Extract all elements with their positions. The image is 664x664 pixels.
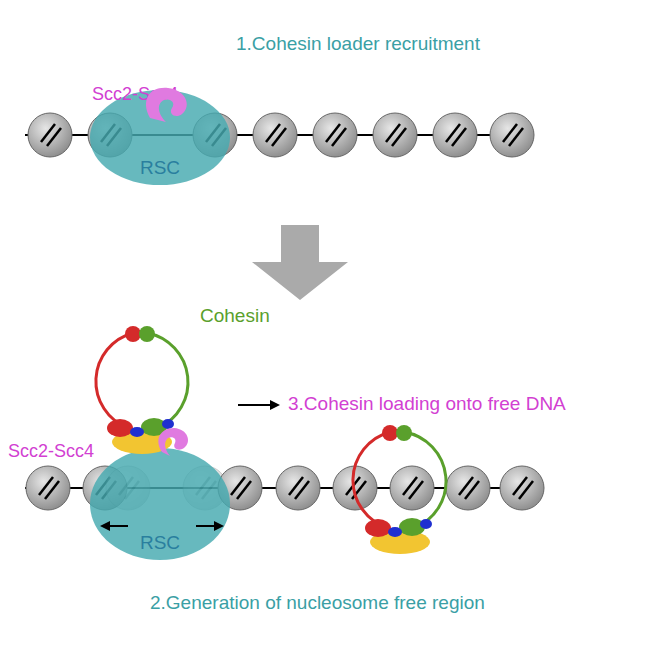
protein-label: Scc2-Scc4 xyxy=(8,441,94,462)
nucleosome xyxy=(500,466,544,510)
nucleosome xyxy=(26,466,70,510)
nucleosome xyxy=(253,113,297,157)
cohesin-ring xyxy=(353,425,446,554)
complex-label: RSC xyxy=(140,157,180,185)
nucleosome xyxy=(390,466,434,510)
nucleosome xyxy=(373,113,417,157)
nucleosome xyxy=(490,113,534,157)
nucleosome xyxy=(433,113,477,157)
nucleosome xyxy=(28,113,72,157)
movement-arrow xyxy=(238,400,280,410)
step-title: 1.Cohesin loader recruitment xyxy=(236,33,480,55)
nucleosome xyxy=(276,466,320,510)
complex-label: RSC xyxy=(140,532,180,560)
protein-label: Scc2-Scc4 xyxy=(92,84,178,105)
step-title: 3.Cohesin loading onto free DNA xyxy=(288,393,566,415)
complex-ellipse: RSC xyxy=(90,90,230,185)
transition-arrow xyxy=(252,225,348,300)
nucleosome xyxy=(313,113,357,157)
complex-ellipse: RSC xyxy=(90,448,230,560)
step-title: 2.Generation of nucleosome free region xyxy=(150,592,485,614)
protein-label: Cohesin xyxy=(200,305,270,327)
cohesin-ring xyxy=(96,326,188,428)
nucleosome xyxy=(446,466,490,510)
